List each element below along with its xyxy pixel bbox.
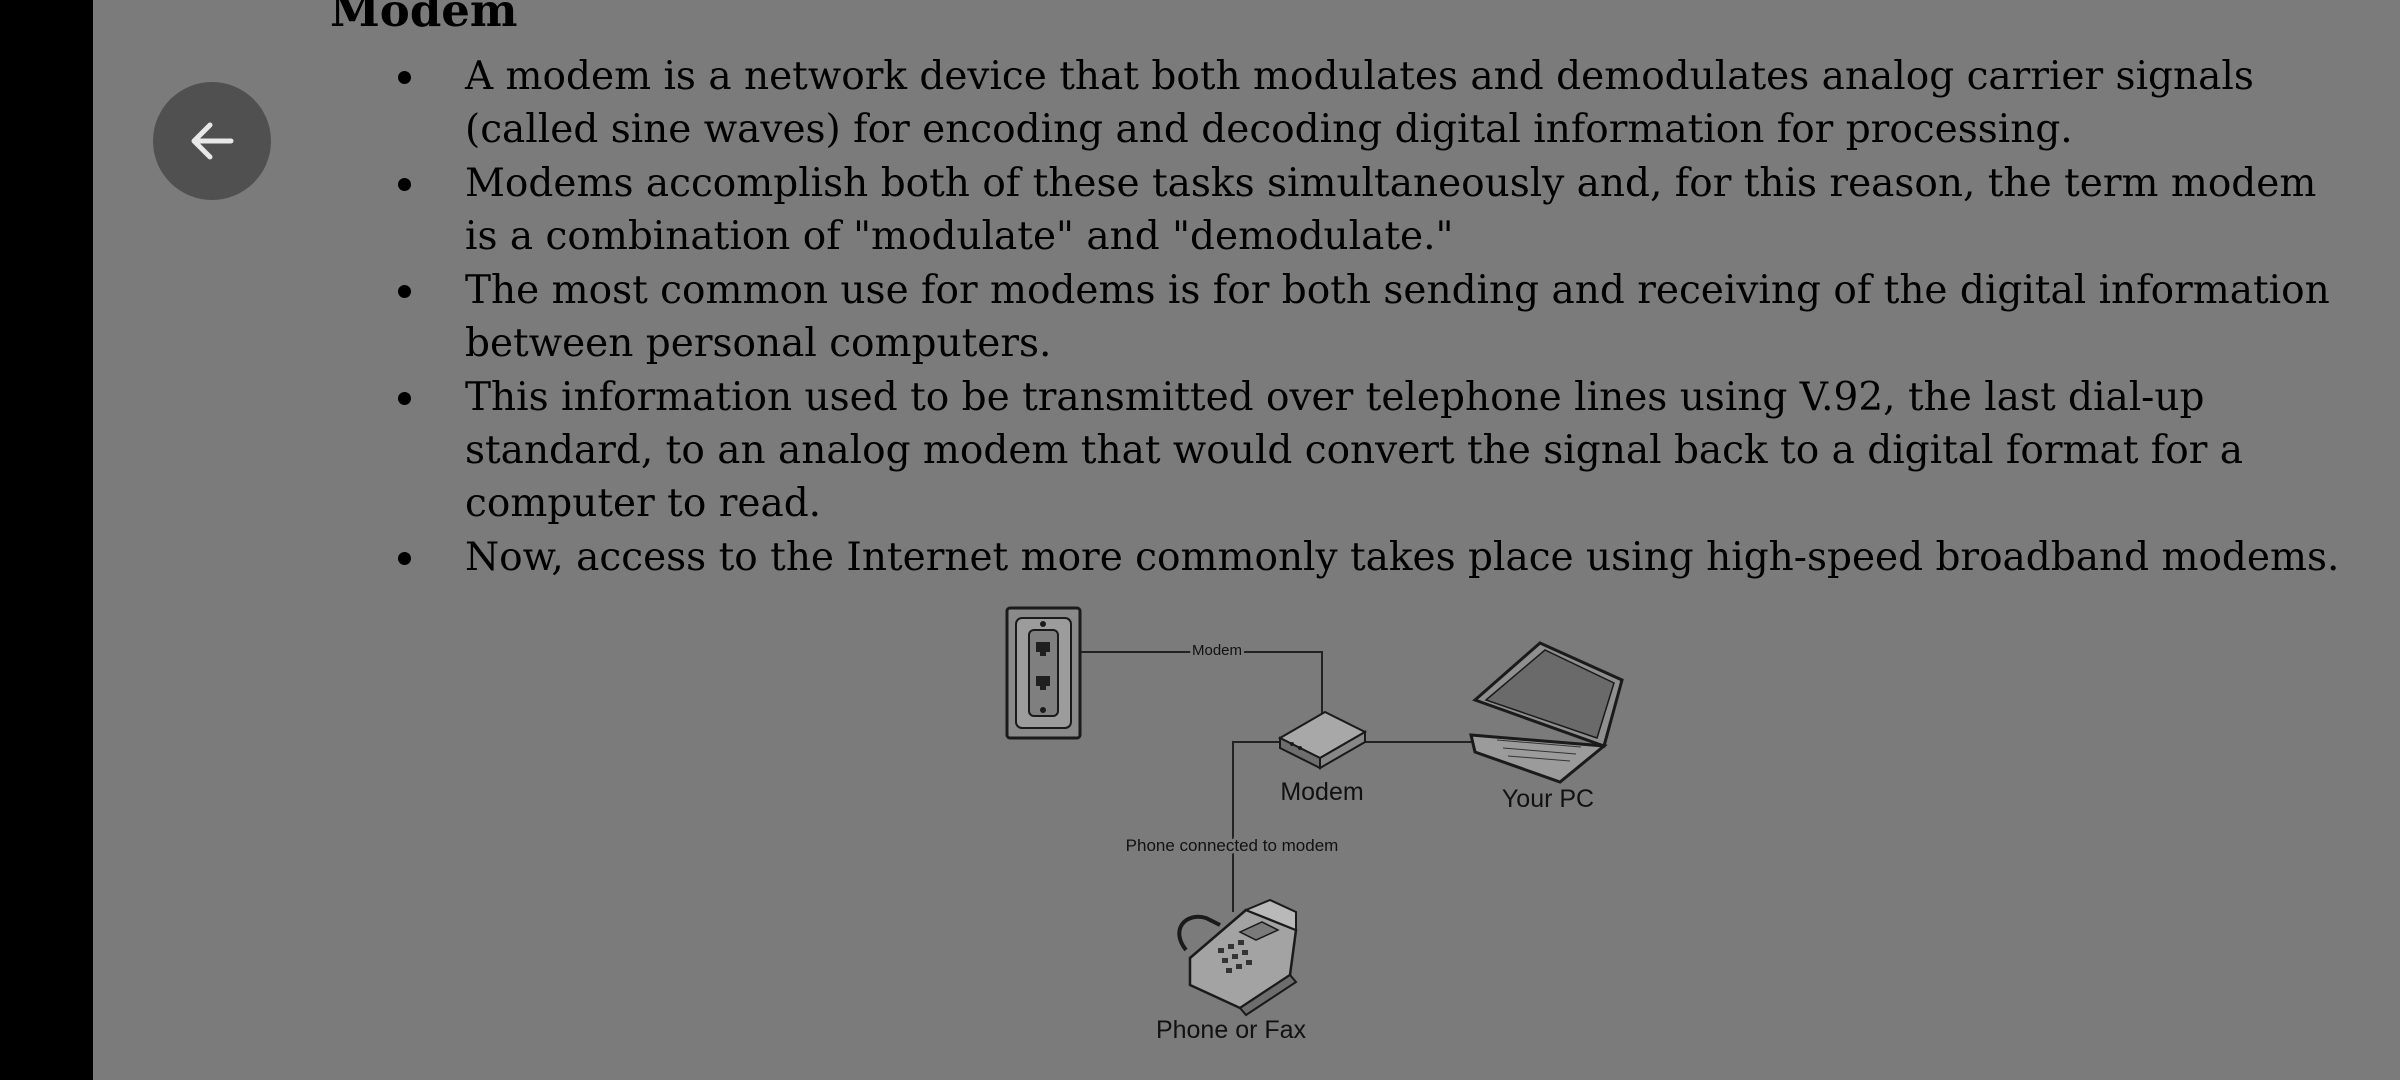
document-page: Modem A modem is a network device that b… xyxy=(93,0,2400,1080)
bullet-item: The most common use for modems is for bo… xyxy=(93,264,2400,370)
phone-line-label: Phone connected to modem xyxy=(1126,836,1339,855)
bullet-dot xyxy=(398,178,411,191)
wall-to-modem-line xyxy=(1078,651,1323,718)
back-button[interactable] xyxy=(153,82,271,200)
wall-jack-icon xyxy=(1005,606,1082,740)
modem-diagram: Modem Modem Your PC Phone connected to m… xyxy=(1005,606,1624,1044)
modem-label: Modem xyxy=(1280,778,1363,806)
fax-machine-icon xyxy=(1177,898,1298,1017)
bullet-item: Now, access to the Internet more commonl… xyxy=(93,531,2400,584)
bullet-list: A modem is a network device that both mo… xyxy=(93,50,2400,585)
bullet-text: This information used to be transmitted … xyxy=(465,375,2243,526)
bullet-text: The most common use for modems is for bo… xyxy=(465,268,2330,366)
diagram-connection-lines xyxy=(1078,651,1475,912)
left-black-strip xyxy=(0,0,93,1080)
wall-line-label: Modem xyxy=(1192,642,1242,659)
bullet-item: Modems accomplish both of these tasks si… xyxy=(93,157,2400,263)
bullet-text: A modem is a network device that both mo… xyxy=(465,54,2254,152)
bullet-dot xyxy=(398,552,411,565)
modem-to-phone-line xyxy=(1232,741,1283,912)
bullet-item: A modem is a network device that both mo… xyxy=(93,50,2400,156)
modem-device-icon xyxy=(1277,710,1368,770)
phone-label: Phone or Fax xyxy=(1156,1016,1307,1044)
bullet-dot xyxy=(398,285,411,298)
page-heading: Modem xyxy=(330,0,518,37)
bullet-text: Now, access to the Internet more commonl… xyxy=(465,535,2340,580)
pc-label: Your PC xyxy=(1502,785,1594,813)
bullet-dot xyxy=(398,392,411,405)
bullet-item: This information used to be transmitted … xyxy=(93,371,2400,530)
laptop-icon xyxy=(1469,641,1624,784)
bullet-dot xyxy=(398,71,411,84)
bullet-text: Modems accomplish both of these tasks si… xyxy=(465,161,2317,259)
arrow-left-icon xyxy=(191,122,234,160)
